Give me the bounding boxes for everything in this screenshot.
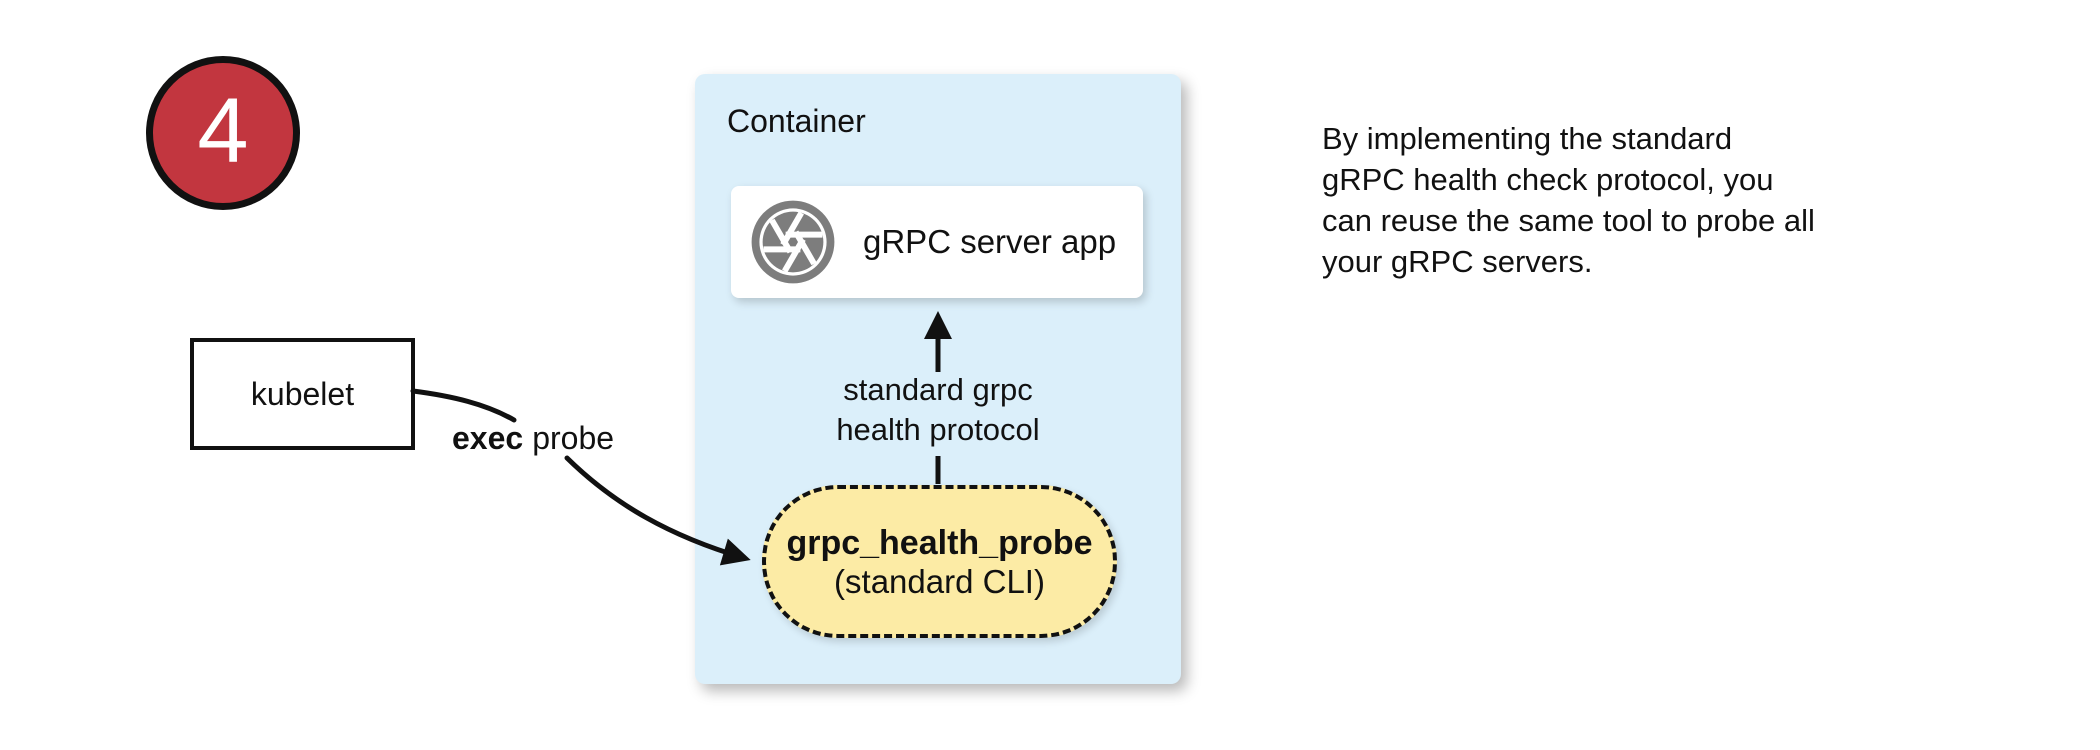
side-note-line: By implementing the standard <box>1322 121 1733 156</box>
grpc-health-probe-subtitle: (standard CLI) <box>834 562 1045 600</box>
step-number: 4 <box>197 80 249 182</box>
grpc-health-probe-title: grpc_health_probe <box>786 523 1093 562</box>
exec-probe-label-bold: exec <box>452 420 524 456</box>
side-note-line: can reuse the same tool to probe all <box>1322 203 1815 238</box>
grpc-health-probe-node: grpc_health_probe (standard CLI) <box>762 485 1117 638</box>
grpc-server-node: gRPC server app <box>731 186 1143 298</box>
exec-probe-edge-start <box>410 388 517 423</box>
health-protocol-line: standard grpc <box>843 372 1033 407</box>
kubelet-label: kubelet <box>250 375 355 412</box>
exec-probe-label-rest: probe <box>532 420 615 456</box>
container-group: Container gRPC server app standard g <box>695 74 1181 684</box>
aperture-icon <box>751 200 835 284</box>
side-note-line: your gRPC servers. <box>1322 244 1593 279</box>
health-protocol-label: standard grpc health protocol <box>798 370 1078 450</box>
grpc-server-label: gRPC server app <box>863 223 1117 260</box>
container-title: Container <box>727 103 866 139</box>
kubelet-node: kubelet <box>190 338 415 450</box>
health-protocol-line: health protocol <box>836 412 1040 447</box>
side-note-line: gRPC health check protocol, you <box>1322 162 1774 197</box>
side-note: By implementing the standard gRPC health… <box>1322 118 1815 282</box>
step-badge: 4 <box>146 56 300 210</box>
